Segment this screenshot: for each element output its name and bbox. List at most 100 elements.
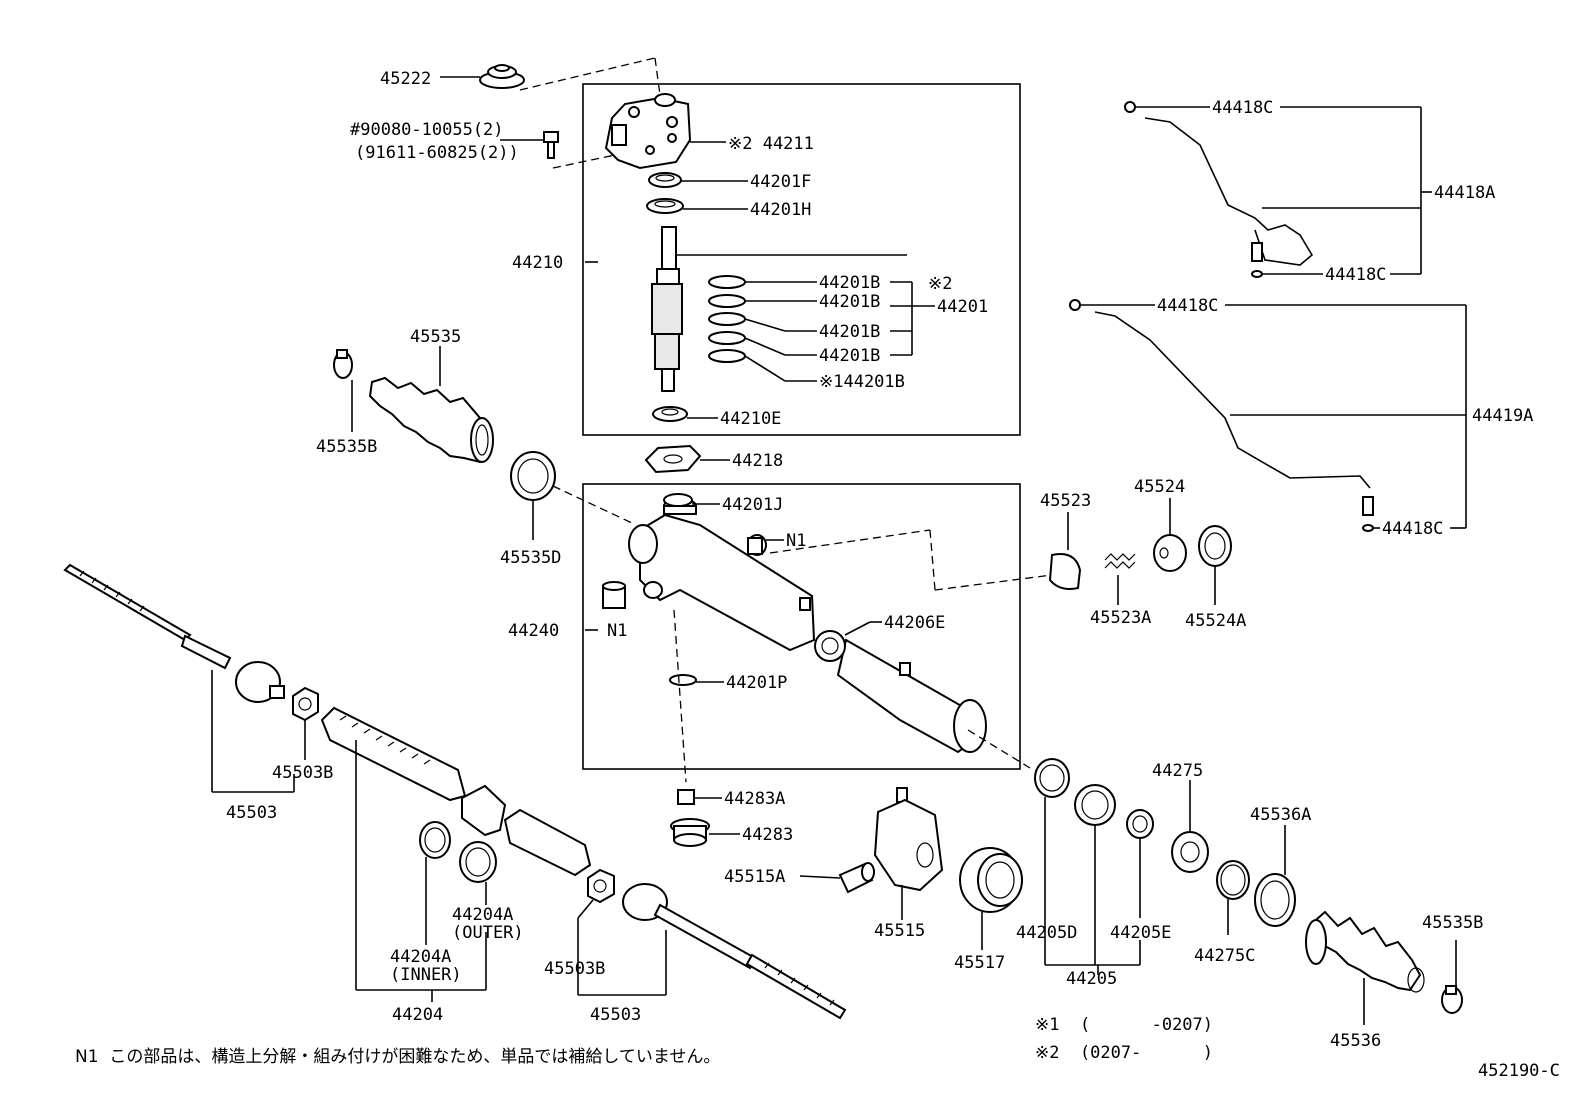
label-45523A: 45523A — [1090, 608, 1151, 628]
grommet-45517[interactable] — [959, 847, 1023, 913]
label-45515A: 45515A — [724, 867, 785, 887]
label-44210E: 44210E — [720, 409, 781, 429]
rack-housing-44240[interactable] — [628, 498, 987, 754]
label-44201B-1: 44201B — [819, 273, 880, 293]
label-44210: 44210 — [512, 253, 563, 273]
gasket-44218[interactable] — [644, 444, 702, 474]
seal-44210E[interactable] — [652, 406, 688, 422]
nut-44283A[interactable] — [677, 789, 695, 805]
bushing-44205[interactable] — [1074, 784, 1116, 826]
label-45536: 45536 — [1330, 1031, 1381, 1051]
rack-guide-45523[interactable] — [1048, 553, 1082, 590]
label-note2-mark: ※2 — [928, 274, 952, 294]
label-44201P: 44201P — [726, 673, 787, 693]
nut-45503B-left[interactable] — [292, 686, 319, 722]
label-45524A: 45524A — [1185, 611, 1246, 631]
plug-N1-upper[interactable] — [747, 534, 767, 556]
locknut-45524A[interactable] — [1198, 525, 1232, 567]
seal-44201J[interactable] — [663, 493, 693, 507]
snap-ring-44275C[interactable] — [1216, 860, 1250, 900]
bolt-90080[interactable] — [543, 131, 559, 159]
label-45503B-left: 45503B — [272, 763, 333, 783]
label-45535D: 45535D — [500, 548, 561, 568]
label-45503B-right: 45503B — [544, 959, 605, 979]
plug-45524[interactable] — [1153, 534, 1187, 572]
boot-45535-left[interactable] — [368, 376, 494, 464]
label-44201H: 44201H — [750, 200, 811, 220]
label-45503-left: 45503 — [226, 803, 277, 823]
label-44283A: 44283A — [724, 789, 785, 809]
label-44201J: 44201J — [722, 495, 783, 515]
nut-45503B-right[interactable] — [587, 868, 615, 904]
label-44418C-1: 44418C — [1212, 98, 1273, 118]
ring-44204A-inner[interactable] — [419, 821, 451, 859]
label-44205D: 44205D — [1016, 923, 1077, 943]
spring-45523A[interactable] — [1104, 553, 1136, 569]
label-45524: 45524 — [1134, 477, 1185, 497]
label-45536A: 45536A — [1250, 805, 1311, 825]
label-44201B-5: ※144201B — [819, 372, 905, 392]
legend-note-1: ※1 ( -0207) — [1035, 1015, 1213, 1035]
housing-assembly-box — [582, 483, 1021, 770]
seal-rings-44201B[interactable] — [708, 275, 746, 363]
label-44218: 44218 — [732, 451, 783, 471]
label-45535B-left: 45535B — [316, 437, 377, 457]
seal-44201H[interactable] — [646, 198, 684, 214]
label-44419A: 44419A — [1472, 406, 1533, 426]
label-44201: 44201 — [937, 297, 988, 317]
clamp-45536A[interactable] — [1254, 873, 1296, 927]
valve-body-44211[interactable] — [604, 93, 692, 170]
label-45222: 45222 — [380, 69, 431, 89]
tube-44418A[interactable] — [1124, 101, 1314, 278]
label-44204A-inner: 44204A — [390, 947, 451, 967]
label-45523: 45523 — [1040, 491, 1091, 511]
seal-44201F[interactable] — [648, 172, 682, 188]
label-44205E: 44205E — [1110, 923, 1171, 943]
label-44275C: 44275C — [1194, 946, 1255, 966]
ring-44204A-outer[interactable] — [459, 841, 497, 883]
label-44240: 44240 — [508, 621, 559, 641]
label-45517: 45517 — [954, 953, 1005, 973]
ring-44205D[interactable] — [1034, 758, 1070, 798]
tie-rod-end-left[interactable] — [63, 563, 285, 703]
clamp-45535B-right[interactable] — [1441, 985, 1463, 1014]
label-44205: 44205 — [1066, 969, 1117, 989]
label-inner: (INNER) — [390, 965, 462, 985]
cap-44283[interactable] — [670, 818, 710, 847]
label-44211: ※2 44211 — [728, 134, 814, 154]
bushing-45515A[interactable] — [838, 862, 875, 894]
label-bolt-line2: (91611-60825(2)) — [355, 143, 519, 163]
label-44204A-outer: 44204A — [452, 905, 513, 925]
label-44418C-3: 44418C — [1157, 296, 1218, 316]
ring-45535D[interactable] — [510, 451, 556, 501]
tie-rod-end-right[interactable] — [622, 883, 847, 1020]
seal-44205E[interactable] — [1126, 809, 1154, 839]
label-outer: (OUTER) — [452, 923, 524, 943]
label-44201F: 44201F — [750, 172, 811, 192]
tube-44419A[interactable] — [1069, 299, 1374, 532]
label-45503-right: 45503 — [590, 1005, 641, 1025]
pinion-shaft-44210[interactable] — [651, 226, 683, 392]
pinion-assembly-box — [582, 83, 1021, 436]
label-44418C-2: 44418C — [1325, 265, 1386, 285]
label-44206E: 44206E — [884, 613, 945, 633]
rack-44204[interactable] — [320, 706, 592, 877]
bushing-44206E[interactable] — [814, 630, 846, 662]
label-44418C-4: 44418C — [1382, 519, 1443, 539]
footnote-n1: N1 この部品は、構造上分解・組み付けが困難なため、単品では補給していません。 — [75, 1047, 720, 1067]
boot-45536-right[interactable] — [1305, 910, 1425, 993]
label-45535: 45535 — [410, 327, 461, 347]
label-N1-lower: N1 — [607, 621, 627, 641]
label-44201B-2: 44201B — [819, 292, 880, 312]
figure-code: 452190-C — [1478, 1061, 1560, 1081]
plug-N1-lower[interactable] — [602, 581, 626, 609]
bearing-44275[interactable] — [1171, 831, 1209, 873]
clamp-45535B-left[interactable] — [333, 349, 353, 379]
seal-44201P[interactable] — [669, 674, 697, 686]
bracket-45515[interactable] — [873, 787, 944, 892]
label-45535B-right: 45535B — [1422, 913, 1483, 933]
label-44283: 44283 — [742, 825, 793, 845]
dust-seal-45222[interactable] — [479, 64, 525, 89]
label-44201B-3: 44201B — [819, 322, 880, 342]
